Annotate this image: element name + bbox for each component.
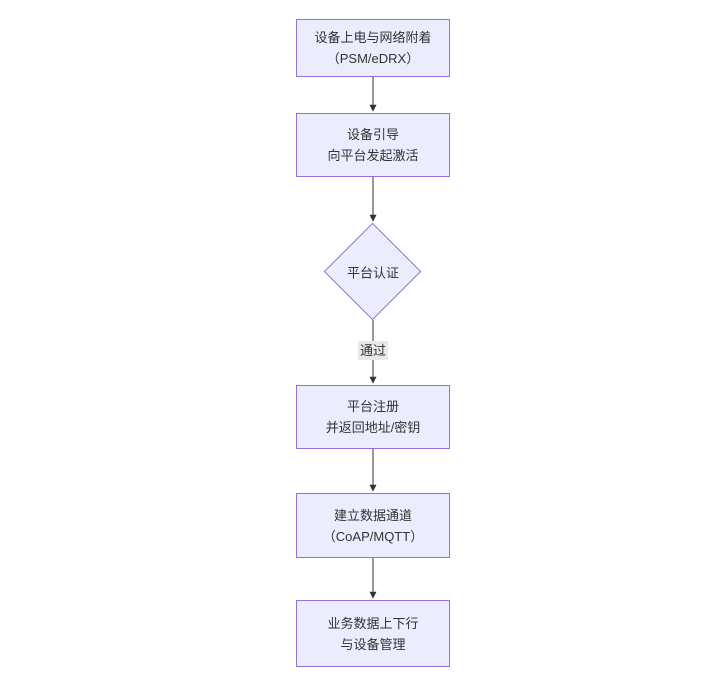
node-register: 平台注册 并返回地址/密钥 [296, 385, 450, 449]
node-platform-auth-label: 平台认证 [346, 265, 400, 281]
node-business-data: 业务数据上下行 与设备管理 [296, 600, 450, 667]
node-line: 平台注册 [346, 399, 399, 414]
node-line: 与设备管理 [340, 636, 406, 652]
node-line: （PSM/eDRX） [326, 51, 420, 66]
node-bootstrap: 设备引导 向平台发起激活 [296, 113, 450, 177]
node-line: 设备引导 [346, 127, 399, 142]
node-line: 向平台发起激活 [327, 148, 419, 163]
node-line: 业务数据上下行 [327, 615, 419, 631]
node-line: 建立数据通道 [333, 507, 412, 523]
node-line: 并返回地址/密钥 [325, 420, 421, 435]
node-line: 设备上电与网络附着 [314, 30, 432, 45]
node-line: （CoAP/MQTT） [322, 528, 424, 544]
node-data-channel: 建立数据通道 （CoAP/MQTT） [296, 493, 450, 558]
edge-label-pass: 通过 [357, 341, 389, 360]
node-power-attach: 设备上电与网络附着 （PSM/eDRX） [296, 19, 450, 77]
